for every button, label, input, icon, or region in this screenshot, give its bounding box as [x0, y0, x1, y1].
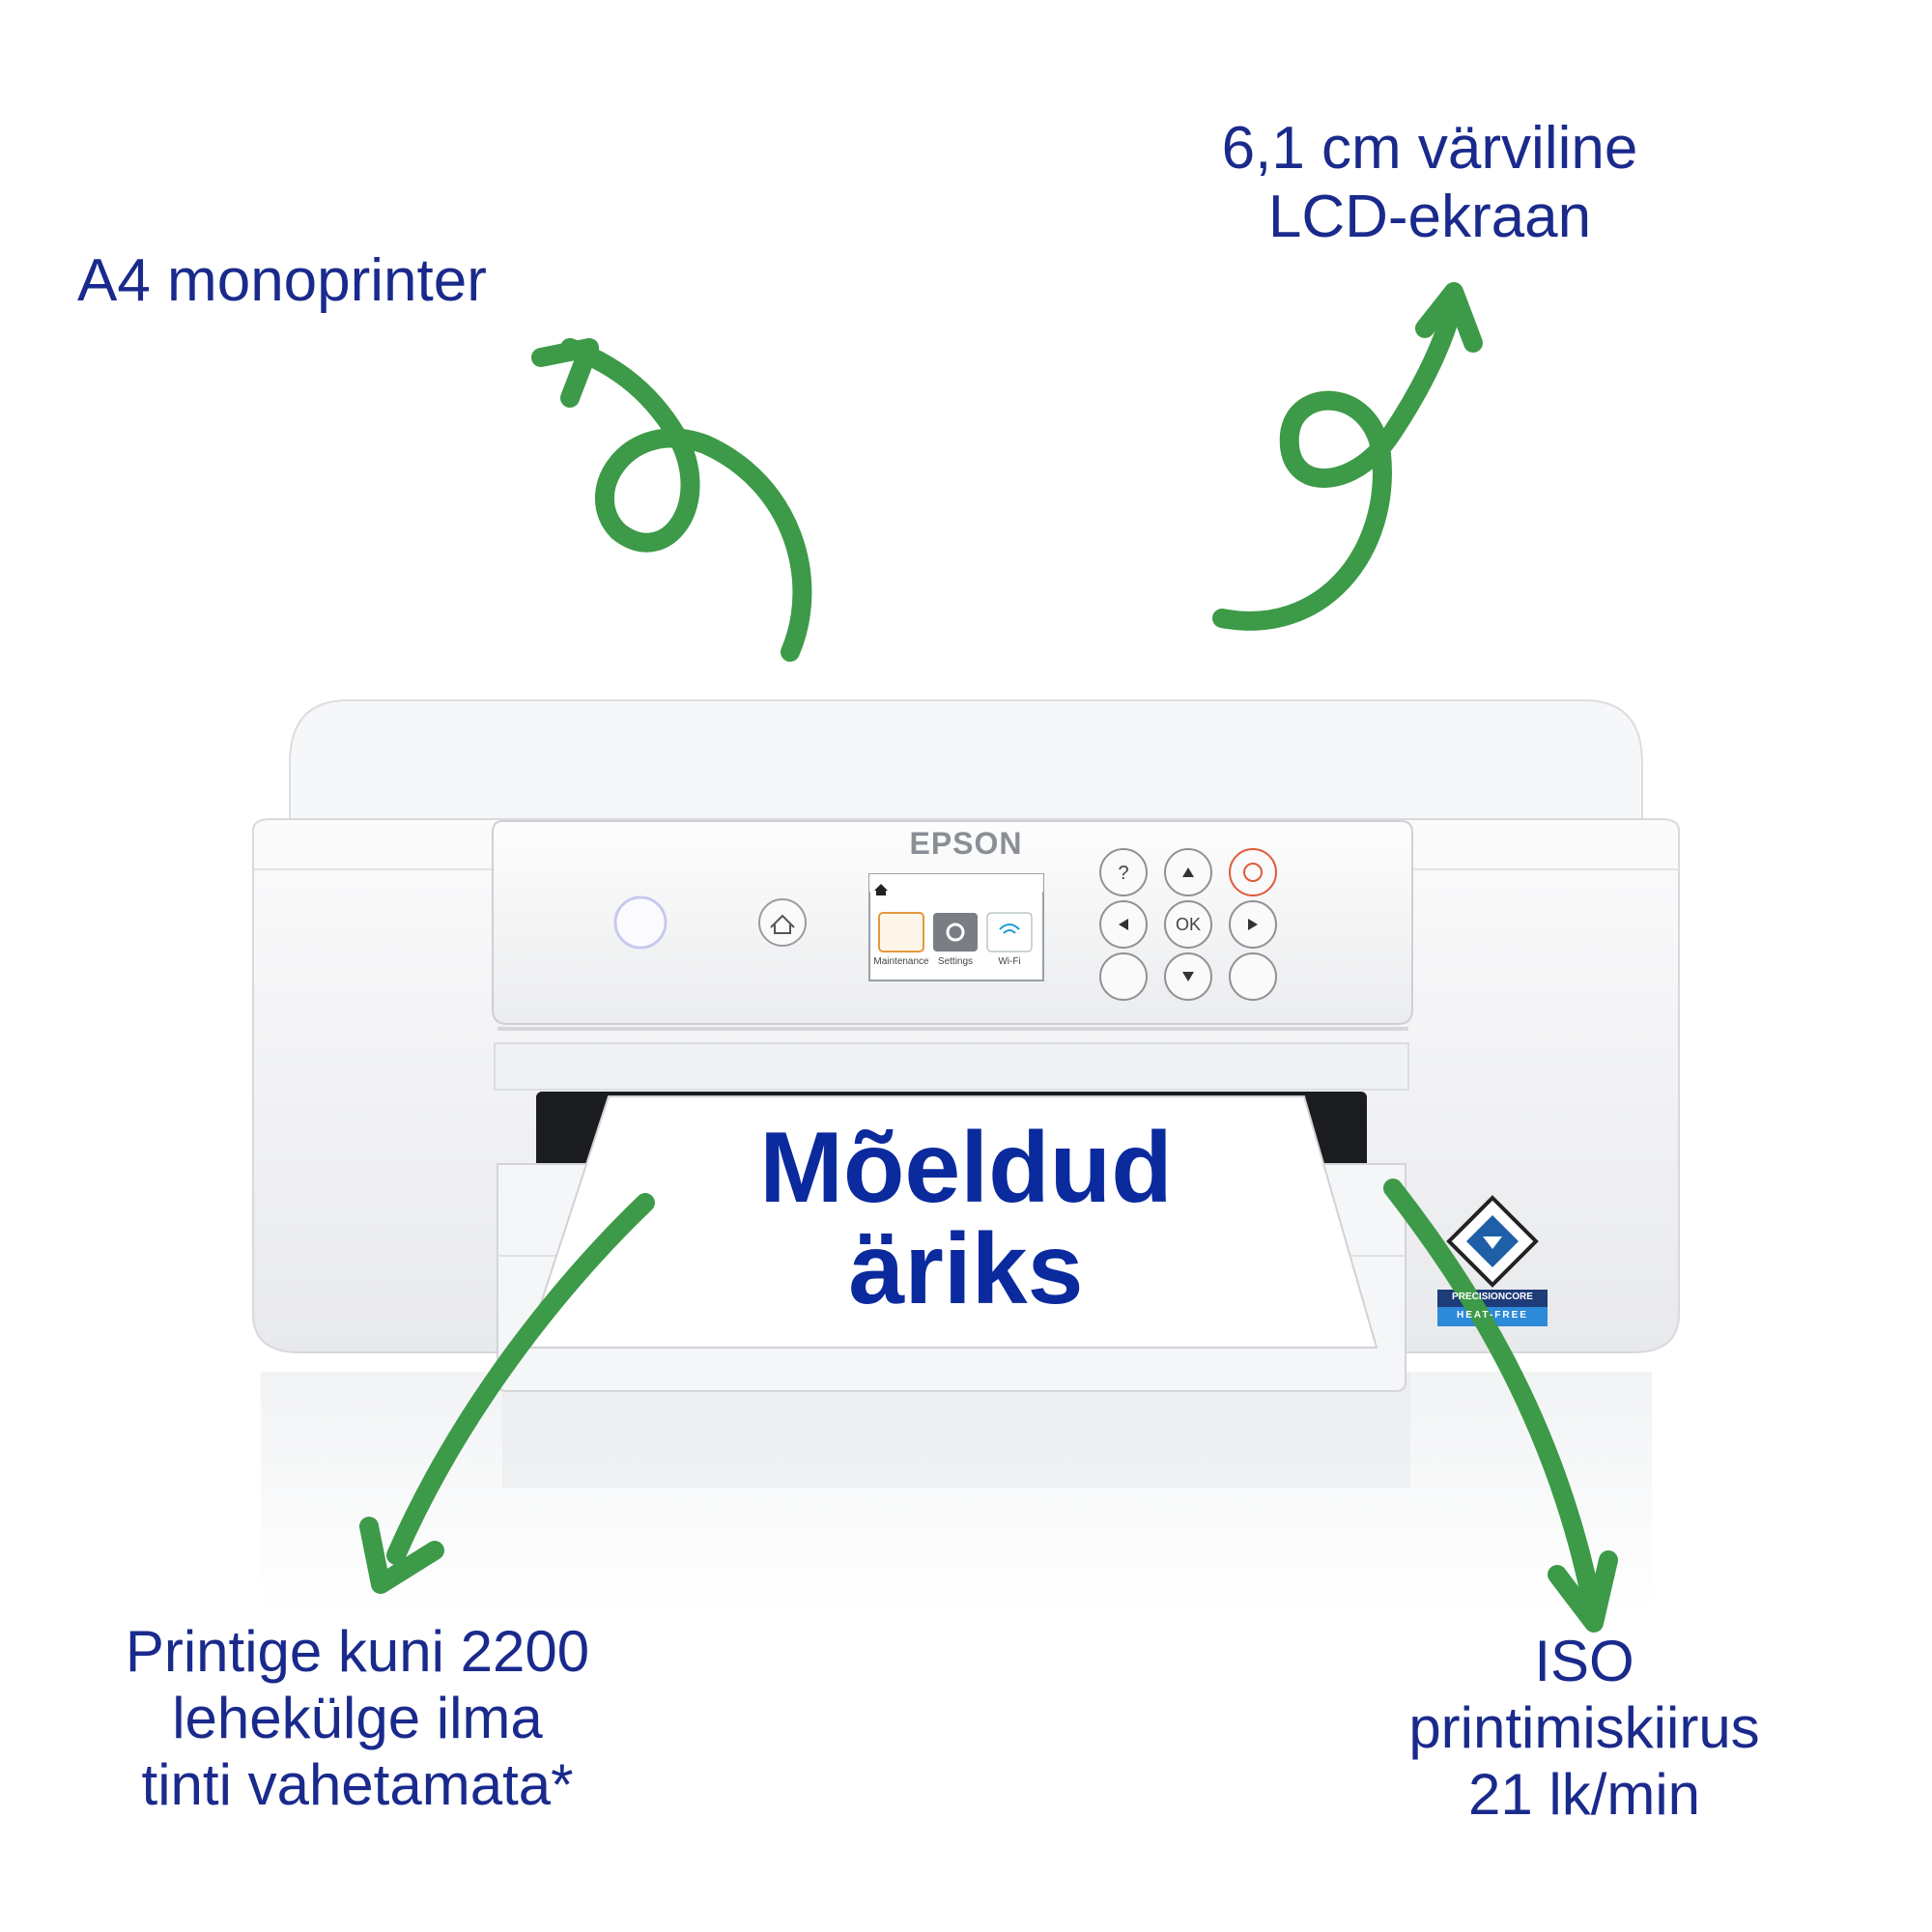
- printer-lid: [289, 699, 1643, 832]
- arrow-to-iso: [1383, 1179, 1602, 1613]
- ok-button-label: OK: [1175, 915, 1201, 934]
- paper-sheet: [525, 1095, 1378, 1349]
- arrow-to-lcd: [1212, 290, 1463, 631]
- callout-lcd-line-2: LCD-ekraan: [1267, 184, 1592, 251]
- callout-pages-line-3: tinti vahetamata*: [141, 1752, 574, 1817]
- arrow-to-a4: [560, 338, 812, 662]
- callout-a4-line: A4 monoprinter: [77, 247, 487, 314]
- callout-lcd: 6,1 cm värviline LCD-ekraan: [1140, 114, 1719, 252]
- lcd-item-maintenance: Maintenance: [873, 956, 929, 967]
- svg-text:?: ?: [1118, 863, 1128, 884]
- keypad: [1099, 848, 1277, 1001]
- callout-pages: Printige kuni 2200 lehekülge ilma tinti …: [39, 1618, 676, 1818]
- callout-pages-line-1: Printige kuni 2200: [125, 1619, 590, 1684]
- power-button: [613, 895, 668, 950]
- arrow-to-pages: [386, 1193, 655, 1565]
- brand-logo: EPSON: [909, 826, 1023, 861]
- paper-headline-2: äriks: [848, 1213, 1084, 1325]
- lcd-item-settings: Settings: [937, 956, 974, 967]
- home-button: [758, 898, 807, 947]
- callout-iso: ISO printimiskiirus 21 lk/min: [1333, 1628, 1835, 1828]
- logo-line-2: HEAT-FREE: [1457, 1310, 1528, 1321]
- callout-iso-line-2: printimiskiirus: [1408, 1695, 1760, 1760]
- callout-iso-line-1: ISO: [1534, 1629, 1634, 1693]
- paper-headline-1: Mõeldud: [759, 1112, 1173, 1224]
- callout-iso-line-3: 21 lk/min: [1467, 1762, 1701, 1827]
- lcd-item-wifi: Wi-Fi: [998, 956, 1021, 967]
- callout-a4: A4 monoprinter: [77, 246, 580, 315]
- callout-lcd-line-1: 6,1 cm värviline: [1221, 115, 1638, 182]
- callout-pages-line-2: lehekülge ilma: [172, 1686, 543, 1750]
- logo-line-1: PRECISIONCORE: [1452, 1292, 1533, 1302]
